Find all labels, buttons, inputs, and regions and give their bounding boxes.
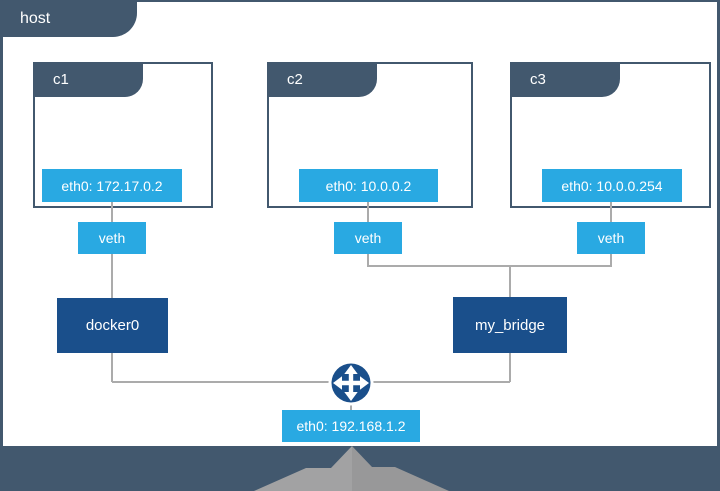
host-frame-border-bottom [0,446,720,491]
eth0-label-c1: eth0: 172.17.0.2 [61,177,163,194]
host-eth0-chip: eth0: 192.168.1.2 [282,410,420,442]
docker0-label: docker0 [85,317,140,334]
veth-label-c2: veth [354,230,382,246]
veth-chip-c2: veth [334,222,402,254]
container-label-c2: c2 [287,71,303,88]
host-frame-border-left [0,0,3,446]
eth0-chip-c3: eth0: 10.0.0.254 [542,169,682,202]
eth0-label-c2: eth0: 10.0.0.2 [325,177,412,194]
docker0-bridge-node: docker0 [57,298,168,353]
host-eth0-label: eth0: 192.168.1.2 [296,418,406,434]
router-icon [328,360,374,406]
host-tab: host [0,0,137,37]
container-label-c1: c1 [53,71,69,88]
veth-label-c3: veth [597,230,625,246]
host-label: host [20,9,51,27]
container-tab-c1: c1 [33,62,143,97]
container-tab-c3: c3 [510,62,620,97]
eth0-chip-c1: eth0: 172.17.0.2 [42,169,182,202]
container-tab-c2: c2 [267,62,377,97]
my-bridge-node: my_bridge [453,297,567,353]
eth0-label-c3: eth0: 10.0.0.254 [561,177,663,194]
veth-chip-c3: veth [577,222,645,254]
veth-chip-c1: veth [78,222,146,254]
host-frame-border-top [0,0,720,2]
container-label-c3: c3 [530,71,546,88]
my-bridge-label: my_bridge [474,316,546,334]
host-frame-border-right [717,0,720,446]
eth0-chip-c2: eth0: 10.0.0.2 [299,169,438,202]
veth-label-c1: veth [98,230,126,246]
